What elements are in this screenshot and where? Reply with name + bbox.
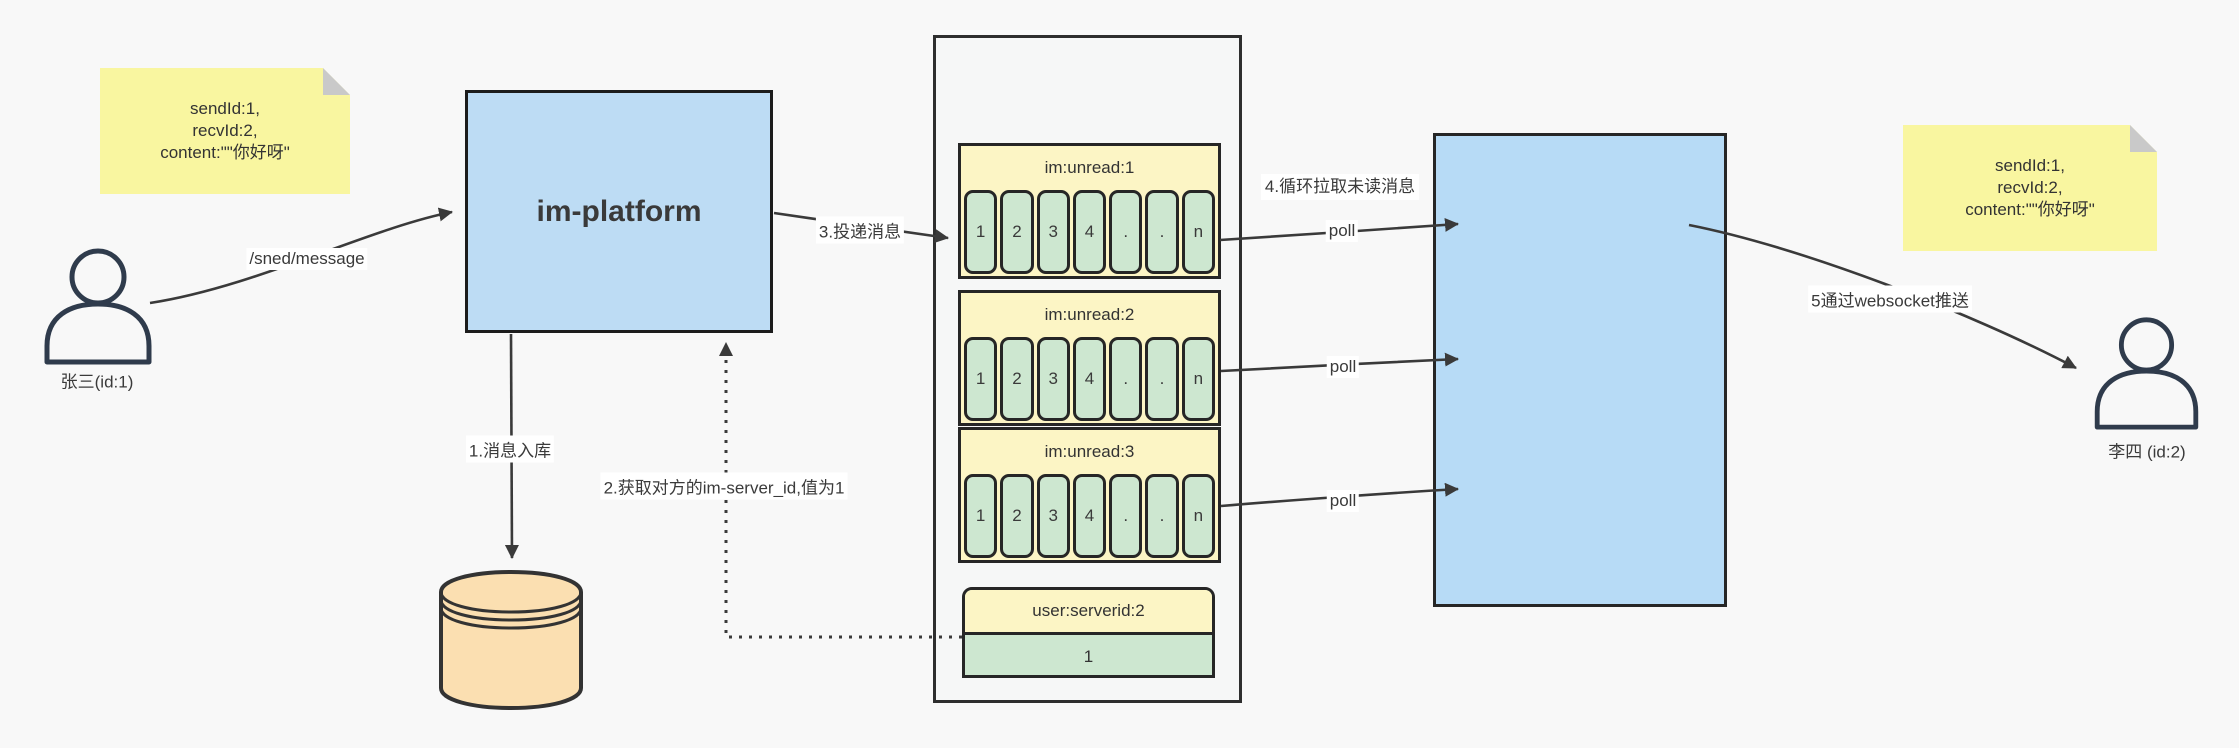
kv-value: 1 [1083,646,1094,666]
edge-label-step2: 2.获取对方的im-server_id,值为1 [600,472,848,500]
queue-cell: 3 [1036,474,1070,558]
queue-title: im:unread:1 [1044,158,1135,177]
queue-cell: 3 [1036,337,1070,421]
sticky-note-left: sendId:1, recvId:2, content:""你好呀" [100,68,350,194]
mysql-database-icon [439,569,583,711]
note-line: sendId:1, [190,99,260,118]
user-icon-receiver [2094,317,2199,430]
queue-cell: . [1109,190,1143,274]
queue-cell: 2 [1000,474,1034,558]
queue-cell: n [1181,474,1215,558]
edge-label-step1: 1.消息入库 [465,435,555,463]
sticky-note-right: sendId:1, recvId:2, content:""你好呀" [1903,125,2157,251]
kv-title: user:serverid:2 [965,590,1212,635]
user-icon-sender [44,248,152,365]
queue-cell: 2 [1000,337,1034,421]
im-platform-node: im-platform [465,90,773,333]
edge-label-step4: 4.循环拉取未读消息 [1261,174,1419,200]
queue-cell: 1 [964,337,998,421]
sender-name-label: 张三(id:1) [60,372,134,392]
note-line: content:""你好呀" [1965,200,2095,219]
edge-label-poll-1: poll [1325,220,1359,242]
note-line: recvId:2, [192,121,258,140]
edge-label-poll-2: poll [1326,356,1360,378]
queue-cells: 1 2 3 4 . . n [961,337,1218,421]
queue-cell: 1 [964,190,998,274]
queue-cell: . [1145,474,1179,558]
queue-cell: 4 [1072,190,1107,274]
queue-cells: 1 2 3 4 . . n [961,190,1218,274]
im-server-group [1433,133,1727,607]
queue-cell: 4 [1072,474,1107,558]
queue-title: im:unread:3 [1044,442,1135,461]
queue-im-unread-1: im:unread:1 1 2 3 4 . . n [958,143,1221,279]
queue-cell: n [1181,190,1215,274]
im-platform-label: im-platform [536,194,702,228]
queue-im-unread-3: im:unread:3 1 2 3 4 . . n [958,427,1221,563]
queue-cell: 1 [964,474,998,558]
edge-label-step3: 3.投递消息 [815,216,905,244]
receiver-name-label: 李四 (id:2) [2108,442,2186,462]
edge-label-send: /sned/message [246,248,368,270]
edge-label-poll-3: poll [1326,490,1360,512]
queue-cell: . [1145,190,1179,274]
queue-title: im:unread:2 [1044,305,1135,324]
queue-cell: . [1109,337,1143,421]
note-line: sendId:1, [1995,156,2065,175]
note-line: content:""你好呀" [160,143,290,162]
queue-cell: 3 [1036,190,1070,274]
queue-cells: 1 2 3 4 . . n [961,474,1218,558]
queue-cell: 4 [1072,337,1107,421]
queue-cell: . [1109,474,1143,558]
note-fold-icon [323,68,350,95]
queue-cell: n [1181,337,1215,421]
note-line: recvId:2, [1997,178,2063,197]
edge-label-step5: 5通过websocket推送 [1808,285,1972,313]
note-fold-icon [2130,125,2157,152]
queue-cell: 2 [1000,190,1034,274]
kv-user-serverid: user:serverid:2 1 [962,587,1215,678]
queue-im-unread-2: im:unread:2 1 2 3 4 . . n [958,290,1221,426]
queue-cell: . [1145,337,1179,421]
